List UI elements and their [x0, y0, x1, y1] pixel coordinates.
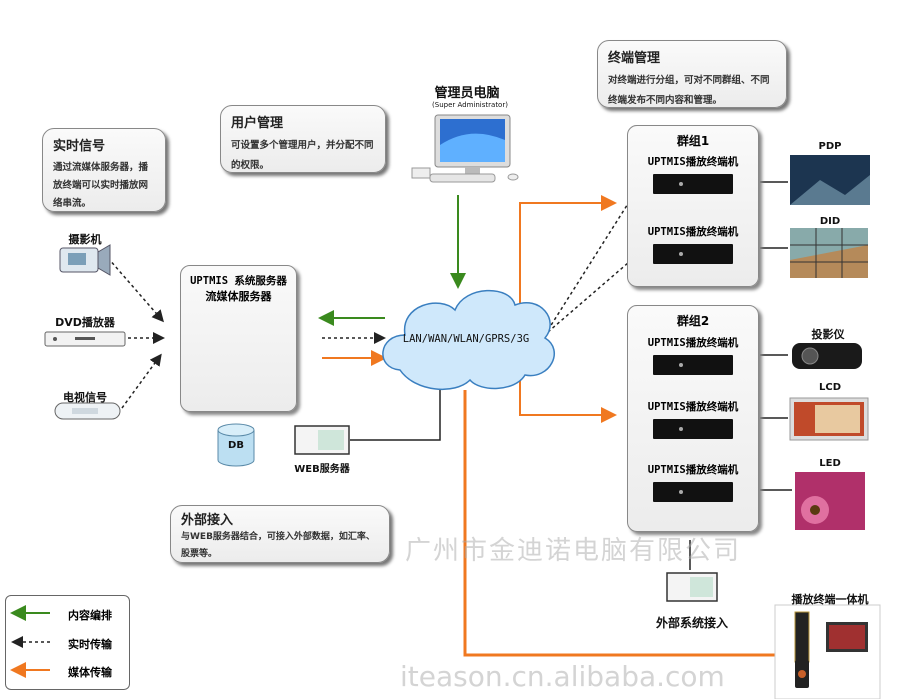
dvd-player-icon — [44, 331, 126, 347]
tv-receiver-icon — [54, 402, 121, 420]
realtime-arrow-tv — [121, 353, 162, 409]
led-display-icon — [795, 472, 865, 530]
server-box: UPTMIS 系统服务器 流媒体服务器 — [180, 265, 297, 412]
group-1: 群组1 UPTMIS播放终端机 UPTMIS播放终端机 — [627, 125, 759, 287]
all-in-one-terminal-icon — [774, 604, 881, 699]
legend-content-label: 内容编排 — [68, 609, 112, 622]
player-box-icon — [653, 174, 733, 194]
display-label-lcd: LCD — [818, 382, 842, 393]
note-desc: 与WEB服务器结合，可接入外部数据，如汇率、股票等。 — [181, 532, 375, 559]
terminal: UPTMIS播放终端机 — [628, 154, 758, 194]
player-box-icon — [653, 244, 733, 264]
source-label-camera: 摄影机 — [68, 233, 102, 246]
web-line — [350, 380, 441, 441]
watermark-company: 广州市金迪诺电脑有限公司 — [405, 536, 742, 566]
source-label-dvd: DVD播放器 — [55, 316, 115, 329]
database-icon — [217, 423, 255, 467]
terminal-label: UPTMIS播放终端机 — [647, 156, 739, 168]
db-label: DB — [228, 440, 244, 451]
note-title: 外部接入 — [181, 513, 234, 528]
note-title: 终端管理 — [608, 51, 661, 66]
realtime-arrow-camera — [107, 257, 164, 323]
network-label: LAN/WAN/WLAN/GPRS/3G — [402, 333, 530, 345]
external-system-icon — [666, 572, 718, 602]
terminal-label: UPTMIS播放终端机 — [647, 401, 739, 413]
external-system-label: 外部系统接入 — [655, 616, 729, 630]
display-label-did: DID — [819, 216, 841, 227]
network-cloud-icon — [382, 289, 555, 391]
admin-subtitle: (Super Administrator) — [432, 101, 508, 109]
web-server-icon — [294, 425, 350, 455]
display-label-led: LED — [819, 458, 841, 469]
media-line-all-in-one — [463, 390, 860, 657]
server-title: UPTMIS 系统服务器 — [190, 275, 287, 287]
note-realtime: 实时信号 通过流媒体服务器，播放终端可以实时播放网络串流。 — [42, 128, 166, 212]
terminal-label: UPTMIS播放终端机 — [647, 337, 739, 349]
note-terminal: 终端管理 对终端进行分组，可对不同群组、不同终端发布不同内容和管理。 — [597, 40, 787, 108]
lcd-display-icon — [789, 397, 869, 441]
player-box-icon — [653, 355, 733, 375]
web-label: WEB服务器 — [294, 464, 350, 475]
media-arrow-group1 — [519, 195, 617, 330]
group-title: 群组2 — [676, 314, 710, 328]
display-label-projector: 投影仪 — [811, 328, 845, 341]
terminal: UPTMIS播放终端机 — [628, 335, 758, 375]
group-title: 群组1 — [676, 134, 710, 148]
watermark-url: iteason.cn.alibaba.com — [400, 660, 725, 693]
projector-icon — [792, 343, 862, 369]
video-camera-icon — [59, 244, 111, 276]
terminal-label: UPTMIS播放终端机 — [647, 226, 739, 238]
terminal: UPTMIS播放终端机 — [628, 224, 758, 264]
note-desc: 对终端进行分组，可对不同群组、不同终端发布不同内容和管理。 — [608, 75, 770, 106]
display-lines — [689, 181, 792, 570]
legend-media-label: 媒体传输 — [68, 666, 112, 679]
terminal: UPTMIS播放终端机 — [628, 462, 758, 502]
note-title: 用户管理 — [231, 116, 284, 131]
all-in-one-label: 播放终端一体机 — [791, 593, 869, 606]
note-user: 用户管理 可设置多个管理用户，并分配不同的权限。 — [220, 105, 386, 173]
pdp-display-icon — [790, 155, 870, 205]
note-desc: 可设置多个管理用户，并分配不同的权限。 — [231, 140, 374, 171]
note-external: 外部接入 与WEB服务器结合，可接入外部数据，如汇率、股票等。 — [170, 505, 390, 563]
server-subtitle: 流媒体服务器 — [205, 290, 272, 303]
legend-realtime-label: 实时传输 — [68, 638, 112, 651]
player-box-icon — [653, 419, 733, 439]
note-title: 实时信号 — [53, 139, 106, 154]
did-display-icon — [790, 228, 868, 278]
legend: 内容编排 实时传输 媒体传输 — [5, 595, 130, 690]
terminal-label: UPTMIS播放终端机 — [647, 464, 739, 476]
admin-title: 管理员电脑 — [434, 86, 500, 101]
display-label-pdp: PDP — [818, 141, 842, 152]
source-label-tv: 电视信号 — [63, 391, 107, 404]
note-desc: 通过流媒体服务器，播放终端可以实时播放网络串流。 — [53, 162, 149, 209]
player-box-icon — [653, 482, 733, 502]
group-2: 群组2 UPTMIS播放终端机 UPTMIS播放终端机 UPTMIS播放终端机 — [627, 305, 759, 532]
terminal: UPTMIS播放终端机 — [628, 399, 758, 439]
admin-computer-icon — [411, 114, 519, 183]
